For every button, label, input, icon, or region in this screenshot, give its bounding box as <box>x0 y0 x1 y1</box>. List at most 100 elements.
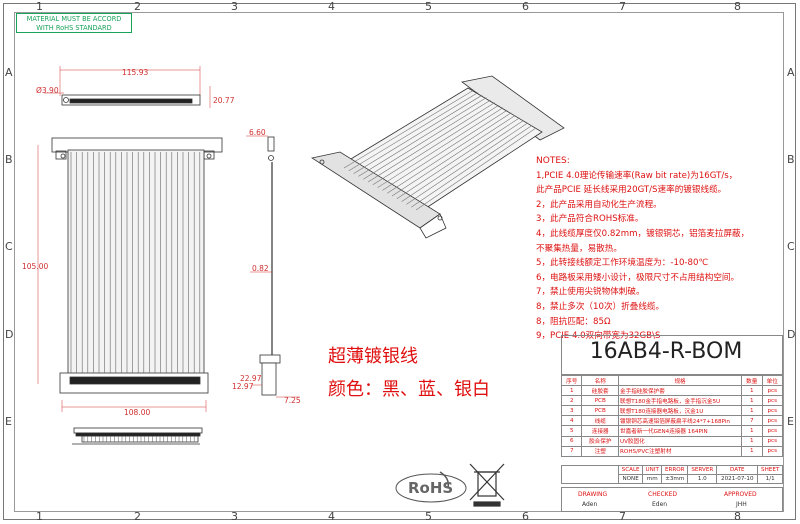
title-block-header: ERROR <box>661 465 689 475</box>
title-block-blank <box>561 465 619 484</box>
title-block-value: 1.0 <box>687 474 718 484</box>
drawing-sheet-border <box>3 3 796 520</box>
table-row: 6 胶合保护 UV胶固化 1 pcs <box>560 435 784 447</box>
ruler-4: 4 <box>328 0 335 13</box>
rohs-logo-text: RoHS <box>408 479 454 497</box>
note-item: 2，此产品采用自动化生产流程。 <box>536 199 662 210</box>
bom-cell: UV胶固化 <box>618 435 743 447</box>
title-block-value: 2021-07-10 <box>716 474 759 484</box>
bom-cell: 3 <box>560 405 583 417</box>
note-item: 不聚集热量，易散热。 <box>536 243 622 254</box>
table-row: 5 连接器 世嘉者新一代GEN4连接器 164PIN 1 pcs <box>560 425 784 437</box>
bom-header-cell: 序号 <box>560 374 583 387</box>
approved-label: APPROVED <box>724 491 757 498</box>
iso-cable-line <box>382 110 508 191</box>
note-item: 8，禁止多次（10次）折叠线缆。 <box>536 301 665 312</box>
dim-length: 105.00 <box>22 262 49 271</box>
dim-7-25: 7.25 <box>284 396 301 405</box>
bom-cell: 联想T180金手指电路板，金手指沉金5U <box>618 395 743 407</box>
drawing-frame <box>14 12 784 512</box>
bom-cell: pcs <box>761 405 784 417</box>
cable-type-annotation: 超薄镀银线 <box>328 346 418 367</box>
iso-cable-line <box>358 97 487 177</box>
bottom-edge-view <box>72 427 203 445</box>
iso-cable-line <box>367 102 495 183</box>
iso-cable-line <box>343 89 475 169</box>
bom-cell: 6 <box>560 435 583 447</box>
note-item: 1,PCIE 4.0理论传输速率(Raw bit rate)为16GT/s， <box>536 170 738 181</box>
ruler-6: 6 <box>522 0 529 13</box>
dim-height-side: 20.77 <box>213 96 235 105</box>
bom-cell: pcs <box>761 445 784 457</box>
notes-block: NOTES: 1,PCIE 4.0理论传输速率(Raw bit rate)为16… <box>536 154 786 344</box>
bom-cell: 连接器 <box>581 425 620 437</box>
title-block-value: mm <box>642 474 663 484</box>
bom-cell: 注塑 <box>581 445 620 457</box>
bom-cell: 7 <box>741 415 763 427</box>
bom-cell: PCB <box>581 395 620 407</box>
isometric-cable-lines <box>343 89 537 211</box>
note-item: 4，此线缆厚度仅0.82mm，镀银铜芯，铝箔麦拉屏蔽， <box>536 228 750 239</box>
bom-header-cell: 数量 <box>741 374 763 387</box>
bom-cell: 1 <box>560 385 583 397</box>
ruler-5: 5 <box>425 0 432 13</box>
rohs-logo <box>395 471 467 503</box>
note-item: 8，阻抗匹配：85Ω <box>536 316 611 327</box>
iso-cable-line <box>415 127 537 211</box>
dim-12-97: 12.97 <box>232 382 254 391</box>
ruler-b: B <box>5 153 13 166</box>
iso-cable-line <box>401 120 524 202</box>
iso-cable-line <box>353 94 483 174</box>
ruler-a-right: A <box>787 66 795 79</box>
note-item: 7，禁止使用尖锐物体刺破。 <box>536 287 645 298</box>
ruler-bottom-2: 2 <box>134 510 141 523</box>
table-row: 3 PCB 联想T180连接器电路板，沉金1U 1 pcs <box>560 405 784 417</box>
ruler-2: 2 <box>134 0 141 13</box>
iso-cable-line <box>372 104 499 186</box>
title-block-header: UNIT <box>642 465 663 475</box>
bom-header-cell: 名称 <box>581 374 620 387</box>
stamp-line-1: MATERIAL MUST BE ACCORD <box>26 15 122 23</box>
ruler-8: 8 <box>734 0 741 13</box>
note-item: 此产品PCIE 延长线采用20GT/S速率的镀银线缆。 <box>536 185 727 196</box>
top-connector-view <box>44 66 211 108</box>
title-block-header: SCALE <box>617 465 644 475</box>
ruler-a: A <box>5 66 13 79</box>
title-block-header: DATE <box>716 465 759 475</box>
ruler-1: 1 <box>36 0 43 13</box>
bom-cell: 金手指硅胶保护套 <box>618 385 743 397</box>
bom-cell: pcs <box>761 415 784 427</box>
note-item: 9，PCIE 4.0双向带宽为32GB\S <box>536 331 661 342</box>
bom-cell: 硅胶套 <box>581 385 620 397</box>
bom-cell: pcs <box>761 425 784 437</box>
table-row: 2 PCB 联想T180金手指电路板，金手指沉金5U 1 pcs <box>560 395 784 407</box>
bom-cell: 1 <box>741 395 763 407</box>
bom-cell: ROHS/PVC注塑射材 <box>618 445 743 457</box>
side-view <box>246 135 300 398</box>
iso-cable-line <box>411 125 533 208</box>
ruler-3: 3 <box>231 0 238 13</box>
ruler-d: D <box>5 328 14 341</box>
isometric-view <box>310 75 565 239</box>
bom-cell: 1 <box>741 435 763 447</box>
ruler-e-right: E <box>787 415 794 428</box>
bom-cell: pcs <box>761 435 784 447</box>
bom-cell: 1 <box>741 385 763 397</box>
approved-name: JHH <box>736 501 747 508</box>
title-block-value: 1/1 <box>757 474 783 484</box>
title-block-value: NONE <box>617 474 644 484</box>
ruler-b-right: B <box>787 153 795 166</box>
title-block-header-row: SCALE UNIT ERROR SERVER DATE SHEET <box>561 465 783 484</box>
table-row: 4 线缆 镀银铜芯高速铝箔屏蔽扁平线24*7+168Pin 7 pcs <box>560 415 784 427</box>
drawing-label: DRAWING <box>578 491 608 498</box>
checked-label: CHECKED <box>648 491 678 498</box>
bom-header-row: 序号 名称 规格 数量 单位 <box>560 374 784 387</box>
bom-cell: 1 <box>741 445 763 457</box>
note-item: 5，此转接线额定工作环境温度为：-10-80℃ <box>536 258 709 269</box>
title-block-table: SCALE UNIT ERROR SERVER DATE SHEET NONE … <box>561 465 783 484</box>
ruler-bottom-4: 4 <box>328 510 335 523</box>
stamp-line-2: WITH RoHS STANDARD <box>36 24 112 32</box>
checked-name: Eden <box>652 501 668 508</box>
signature-block <box>561 487 783 512</box>
